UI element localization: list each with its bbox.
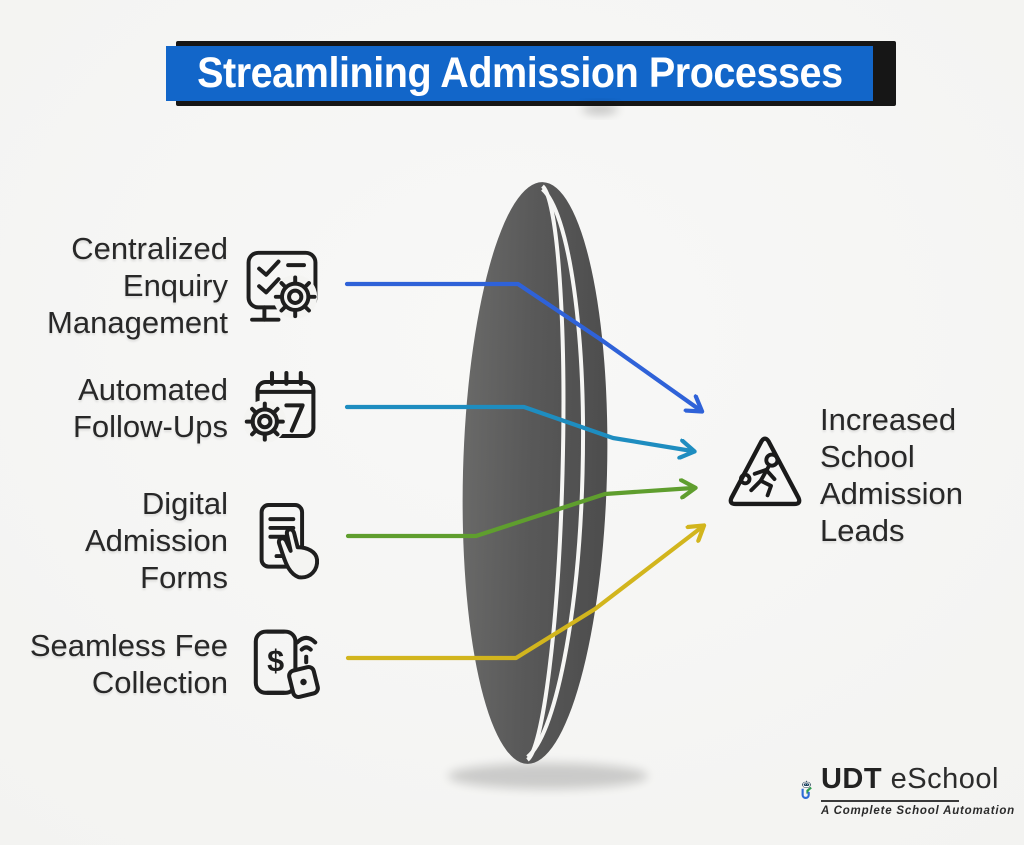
udt-robot-monogram-icon (801, 780, 812, 799)
result-increased-school-admission-leads: Increased School Admission Leads (820, 401, 1020, 549)
result-line1: Increased (820, 402, 957, 437)
brand-divider (820, 800, 959, 802)
running-child-warning-icon (728, 436, 802, 507)
item-digital-admission-forms: Digital Admission Forms (0, 485, 228, 596)
calendar-gear-icon (243, 370, 316, 444)
lens-shadow (448, 763, 648, 789)
svg-text:$: $ (267, 644, 284, 678)
udt-eschool-logo: UDT eSchool A Complete School Automation (800, 740, 1015, 840)
result-line3: Admission (820, 476, 963, 511)
brand-udt: UDT (820, 763, 883, 795)
item-centralized-enquiry-management: Centralized Enquiry Management (0, 230, 228, 341)
item2-line1: Automated (78, 372, 228, 407)
arrow-digital-forms (345, 488, 693, 539)
lens-shape (462, 182, 608, 764)
item3-line3: Forms (140, 560, 228, 595)
title-banner: Streamlining Admission Processes (166, 46, 873, 101)
page-title: Streamlining Admission Processes (196, 49, 843, 97)
tablet-hand-icon (259, 503, 320, 580)
item3-line2: Admission (85, 523, 228, 558)
result-line4: Leads (820, 513, 905, 548)
arrow-fee-collection (345, 527, 702, 661)
item2-line2: Follow-Ups (72, 409, 228, 444)
item-automated-follow-ups: Automated Follow-Ups (0, 371, 228, 445)
item3-line1: Digital (141, 486, 228, 521)
mobile-payment-icon: $ (253, 629, 320, 700)
item4-line1: Seamless Fee (29, 628, 228, 663)
result-line2: School (820, 439, 915, 474)
checklist-gear-icon (246, 250, 318, 322)
item4-line2: Collection (91, 665, 228, 700)
item1-line2: Enquiry (122, 268, 228, 303)
arrow-centralized-enquiry (344, 281, 700, 410)
brand-tagline: A Complete School Automation (820, 805, 1015, 817)
item1-line3: Management (47, 305, 228, 340)
item1-line1: Centralized (71, 231, 228, 266)
banner-ground-shadow (582, 104, 618, 114)
brand-name: UDT eSchool (821, 763, 1015, 796)
item-seamless-fee-collection: Seamless Fee Collection (0, 627, 228, 701)
brand-eschool: eSchool (890, 763, 999, 795)
arrow-automated-followups (344, 404, 692, 451)
